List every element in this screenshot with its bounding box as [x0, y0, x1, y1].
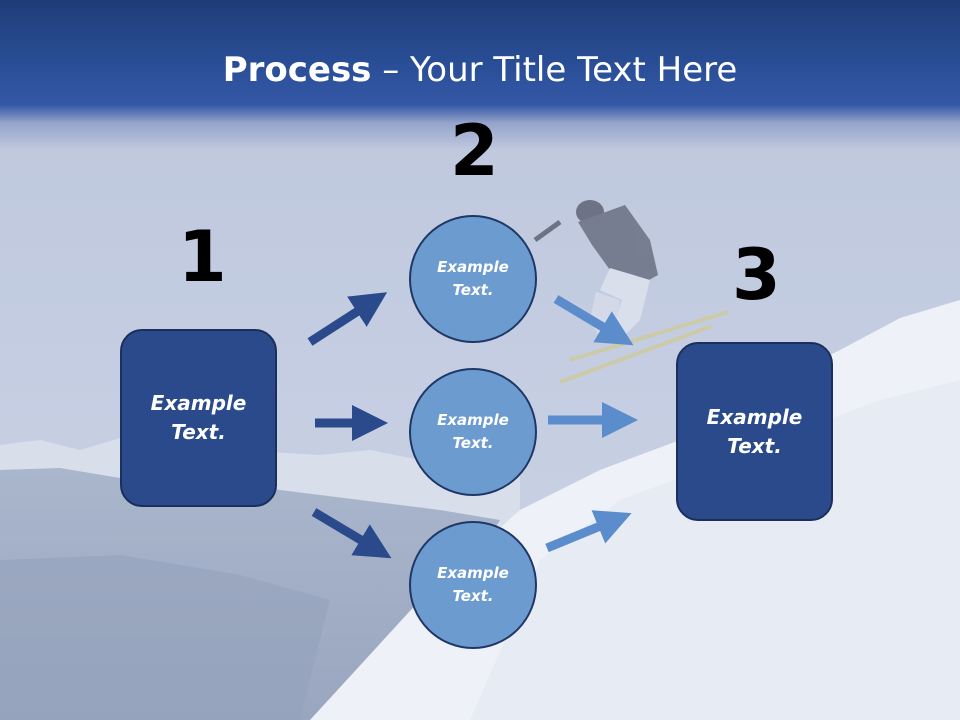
left-box-text: Example Text. [150, 391, 247, 444]
left-box: Example Text. [120, 329, 277, 507]
slide-title: Process – Your Title Text Here [0, 50, 960, 90]
circle-middle: Example Text. [409, 368, 537, 496]
right-box-text: Example Text. [706, 404, 803, 458]
title-rest: – Your Title Text Here [371, 50, 738, 90]
arrow-from-top-circle [553, 295, 634, 346]
circle-bottom: Example Text. [409, 521, 537, 649]
title-bar [0, 0, 960, 150]
step-number-2: 2 [450, 110, 499, 192]
right-box: Example Text. [676, 342, 833, 521]
circle-middle-text: Example Text. [437, 411, 509, 452]
arrow-to-top-circle [307, 292, 388, 346]
arrow-from-bottom-circle [545, 510, 632, 553]
arrow-to-bottom-circle [311, 508, 392, 559]
circle-bottom-text: Example Text. [437, 564, 509, 605]
title-bold: Process [222, 50, 372, 90]
step-number-3: 3 [732, 234, 781, 316]
circle-top-text: Example Text. [437, 258, 509, 299]
step-number-1: 1 [178, 216, 227, 298]
circle-top: Example Text. [409, 215, 537, 343]
